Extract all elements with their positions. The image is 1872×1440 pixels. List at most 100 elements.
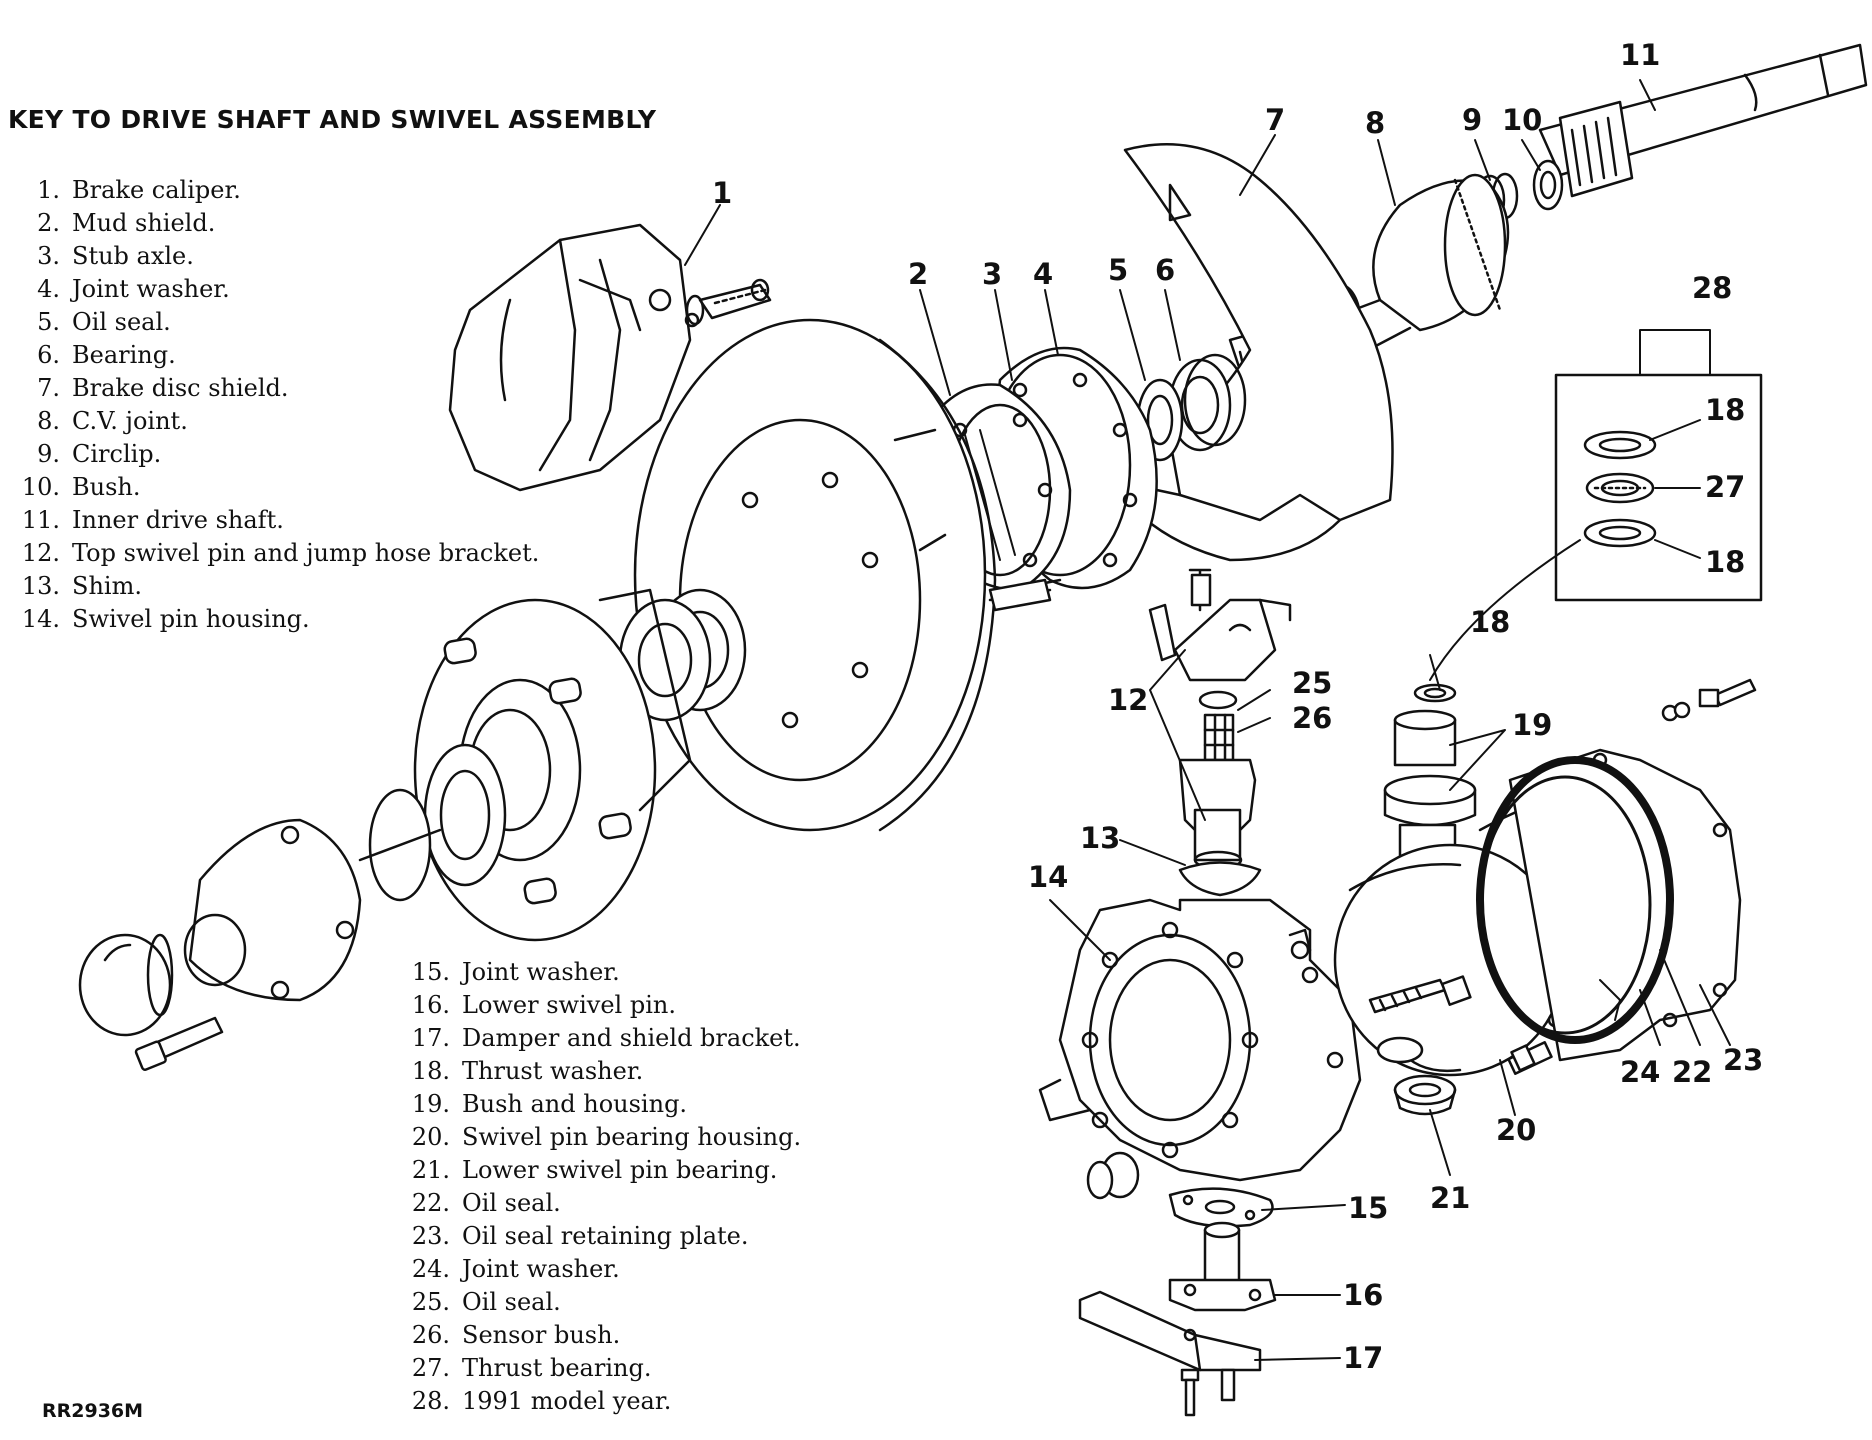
hub-bearings	[618, 588, 747, 722]
key-item: 8. C.V. joint.	[0, 405, 539, 438]
key-item-label: Brake disc shield.	[72, 374, 289, 402]
key-item-number: 9.	[37, 440, 60, 468]
callout-19: 19	[1512, 708, 1552, 742]
brake-caliper	[448, 223, 772, 492]
key-item-label: Lower swivel pin bearing.	[462, 1156, 778, 1184]
key-item-number: 20.	[411, 1123, 450, 1151]
callout-5: 5	[1108, 253, 1128, 287]
callout-11: 11	[1620, 38, 1660, 72]
key-item-number: 23.	[411, 1222, 450, 1250]
key-item-number: 3.	[37, 242, 60, 270]
key-item-number: 15.	[411, 958, 450, 986]
hub-cap	[78, 933, 174, 1037]
callout-12: 12	[1108, 683, 1148, 717]
callout-21: 21	[1430, 1181, 1470, 1215]
callout-26: 26	[1292, 701, 1332, 735]
key-item-label: Shim.	[72, 572, 142, 600]
key-item-label: C.V. joint.	[72, 407, 188, 435]
bush	[1532, 159, 1564, 211]
key-item-label: Lower swivel pin.	[462, 991, 676, 1019]
callout-4: 4	[1033, 257, 1053, 291]
key-item-label: Oil seal.	[72, 308, 171, 336]
key-item-number: 25.	[411, 1288, 450, 1316]
callout-20: 20	[1496, 1113, 1536, 1147]
bearing	[1168, 353, 1247, 452]
callout-7: 7	[1265, 103, 1285, 137]
key-item: 20.Swivel pin bearing housing.	[390, 1121, 801, 1154]
callout-15: 15	[1348, 1191, 1388, 1225]
bush-and-housing	[1383, 709, 1477, 867]
key-item: 17. Damper and shield bracket.	[390, 1022, 801, 1055]
shim	[1178, 861, 1262, 897]
key-item-label: Oil seal.	[462, 1288, 561, 1316]
joint-washer-15	[1168, 1187, 1274, 1228]
key-item: 14.Swivel pin housing.	[0, 603, 539, 636]
key-item: 19.Bush and housing.	[390, 1088, 801, 1121]
callout-25: 25	[1292, 666, 1332, 700]
key-item-number: 4.	[37, 275, 60, 303]
key-item-number: 16.	[411, 991, 450, 1019]
key-item-number: 14.	[21, 605, 60, 633]
key-item: 26. Sensor bush.	[390, 1319, 801, 1352]
key-item-label: Mud shield.	[72, 209, 216, 237]
key-item-number: 17.	[411, 1024, 450, 1052]
key-item: 24. Joint washer.	[390, 1253, 801, 1286]
key-item: 22.Oil seal.	[390, 1187, 801, 1220]
callout-18: 18	[1470, 605, 1510, 639]
callout-8: 8	[1365, 106, 1385, 140]
key-item-label: Circlip.	[72, 440, 162, 468]
key-item-number: 8.	[37, 407, 60, 435]
inner-drive-shaft	[1538, 43, 1868, 198]
key-item-label: Joint washer.	[462, 1255, 620, 1283]
top-swivel-pin-bracket	[1148, 568, 1292, 682]
callout-numbers: 1 2 3 4 5 6 7 8 9 10 11 12 13 14 15 16 1…	[712, 38, 1763, 1375]
key-item-label: Brake caliper.	[72, 176, 241, 204]
key-item: 23.Oil seal retaining plate.	[390, 1220, 801, 1253]
lower-swivel-pin	[1168, 1221, 1277, 1312]
oil-seal-ring	[1476, 756, 1674, 1044]
callout-22: 22	[1672, 1055, 1712, 1089]
key-item-label: Thrust bearing.	[462, 1354, 652, 1382]
key-item-label: Sensor bush.	[462, 1321, 621, 1349]
key-item: 15.Joint washer.	[390, 956, 801, 989]
key-item-label: Top swivel pin and jump hose bracket.	[72, 539, 540, 567]
key-item-label: Inner drive shaft.	[72, 506, 284, 534]
key-item: 12.Top swivel pin and jump hose bracket.	[0, 537, 540, 570]
key-item-number: 13.	[21, 572, 60, 600]
key-item-label: Stub axle.	[72, 242, 194, 270]
callout-28: 28	[1692, 271, 1732, 305]
callout-27: 27	[1705, 470, 1745, 504]
key-item-number: 22.	[411, 1189, 450, 1217]
key-item-number: 21.	[411, 1156, 450, 1184]
key-item: 10.Bush.	[0, 471, 539, 504]
brake-disc-shield	[1108, 143, 1394, 562]
key-item-number: 24.	[411, 1255, 450, 1283]
key-item-number: 10.	[21, 473, 60, 501]
key-item-label: Joint washer.	[72, 275, 230, 303]
key-item-number: 28.	[411, 1387, 450, 1415]
key-item: 11. Inner drive shaft.	[0, 504, 539, 537]
callout-10: 10	[1502, 103, 1542, 137]
callout-1: 1	[712, 176, 732, 210]
key-item: 16. Lower swivel pin.	[390, 989, 801, 1022]
key-item: 18.Thrust washer.	[390, 1055, 801, 1088]
joint-washer-24	[1507, 979, 1621, 1075]
key-item: 2.Mud shield.	[0, 207, 539, 240]
key-item-number: 11.	[21, 506, 60, 534]
key-item-number: 27.	[411, 1354, 450, 1382]
key-item: 9. Circlip.	[0, 438, 539, 471]
key-item-label: Bush and housing.	[462, 1090, 688, 1118]
key-item-label: Damper and shield bracket.	[462, 1024, 801, 1052]
callout-18-inset-top: 18	[1705, 393, 1745, 427]
swivel-pin-housing	[1038, 898, 1362, 1200]
callout-24: 24	[1620, 1055, 1660, 1089]
key-item-number: 26.	[411, 1321, 450, 1349]
key-item-number: 18.	[411, 1057, 450, 1085]
key-list-left: 1.Brake caliper.2.Mud shield.3.Stub axle…	[0, 174, 540, 636]
key-list-bottom: 15.Joint washer.16.Lower swivel pin.17.D…	[390, 956, 801, 1418]
callout-13: 13	[1080, 821, 1120, 855]
key-item: 13. Shim.	[0, 570, 539, 603]
callout-9: 9	[1462, 103, 1482, 137]
inset-1991-model-year	[1429, 329, 1763, 681]
